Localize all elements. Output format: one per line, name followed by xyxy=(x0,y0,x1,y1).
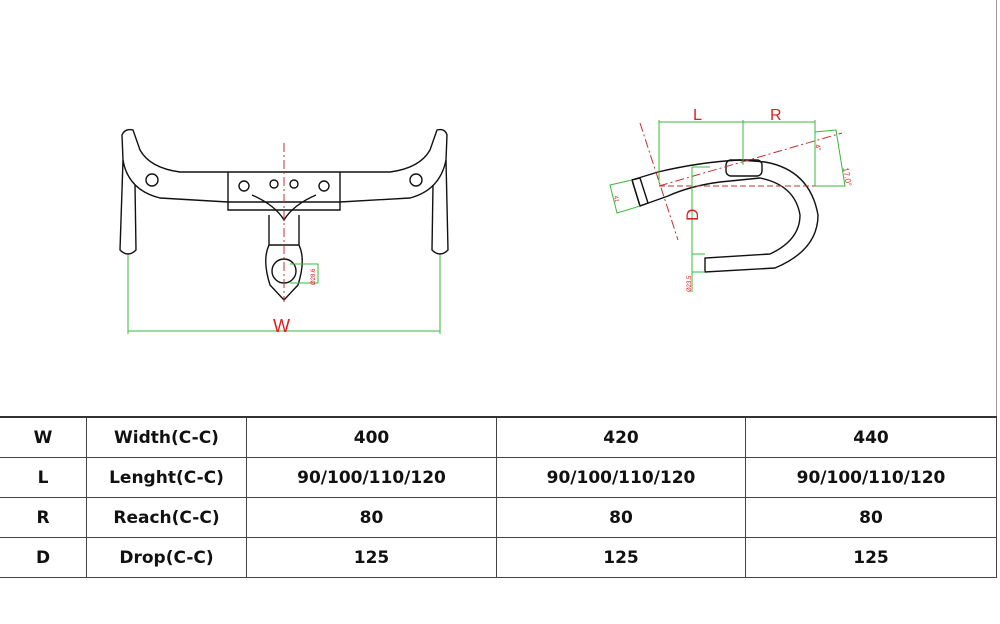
table-row: R Reach(C-C) 80 80 80 xyxy=(0,497,997,538)
cell-value: 80 xyxy=(745,497,997,538)
table-row: D Drop(C-C) 125 125 125 xyxy=(0,537,997,578)
clamp-dimension: Ø28.6 xyxy=(290,263,319,285)
row-name: Lenght(C-C) xyxy=(86,457,247,498)
svg-text:Ø23.5: Ø23.5 xyxy=(687,275,693,292)
angle-dimension: 17.0° 4° xyxy=(813,129,853,187)
cell-value: 90/100/110/120 xyxy=(496,457,746,498)
cell-value: 420 xyxy=(496,416,746,458)
steerer-axis xyxy=(639,122,679,241)
cell-value: 80 xyxy=(246,497,497,538)
cell-value: 125 xyxy=(496,537,746,578)
row-code: D xyxy=(0,537,87,578)
row-code: W xyxy=(0,416,87,458)
size-table: W Width(C-C) 400 420 440 L Lenght(C-C) 9… xyxy=(0,416,997,578)
row-name: Width(C-C) xyxy=(86,416,247,458)
row-code: R xyxy=(0,497,87,538)
cell-value: 440 xyxy=(745,416,997,458)
length-label: L xyxy=(693,107,702,124)
cell-value: 90/100/110/120 xyxy=(745,457,997,498)
stem-axis xyxy=(658,132,843,187)
reach-label: R xyxy=(770,107,782,124)
steerer-dimension: 41 xyxy=(609,179,641,214)
row-code: L xyxy=(0,457,87,498)
frame-border xyxy=(996,0,997,578)
row-name: Reach(C-C) xyxy=(86,497,247,538)
width-label: W xyxy=(273,316,290,336)
table-row: W Width(C-C) 400 420 440 xyxy=(0,416,997,458)
drop-dimension: D Ø23.5 xyxy=(683,166,710,292)
drop-label: D xyxy=(683,209,702,221)
length-reach-dimension: L R xyxy=(658,107,816,186)
svg-text:Ø28.6: Ø28.6 xyxy=(311,268,317,285)
cell-value: 125 xyxy=(246,537,497,578)
cell-value: 400 xyxy=(246,416,497,458)
table-row: L Lenght(C-C) 90/100/110/120 90/100/110/… xyxy=(0,457,997,498)
svg-text:17.0°: 17.0° xyxy=(841,167,853,187)
width-dimension: W xyxy=(127,255,441,336)
cell-value: 90/100/110/120 xyxy=(246,457,497,498)
svg-text:41: 41 xyxy=(612,195,619,203)
row-name: Drop(C-C) xyxy=(86,537,247,578)
svg-text:4°: 4° xyxy=(813,143,823,152)
cell-value: 125 xyxy=(745,537,997,578)
cell-value: 80 xyxy=(496,497,746,538)
side-view-handlebar xyxy=(631,159,819,273)
